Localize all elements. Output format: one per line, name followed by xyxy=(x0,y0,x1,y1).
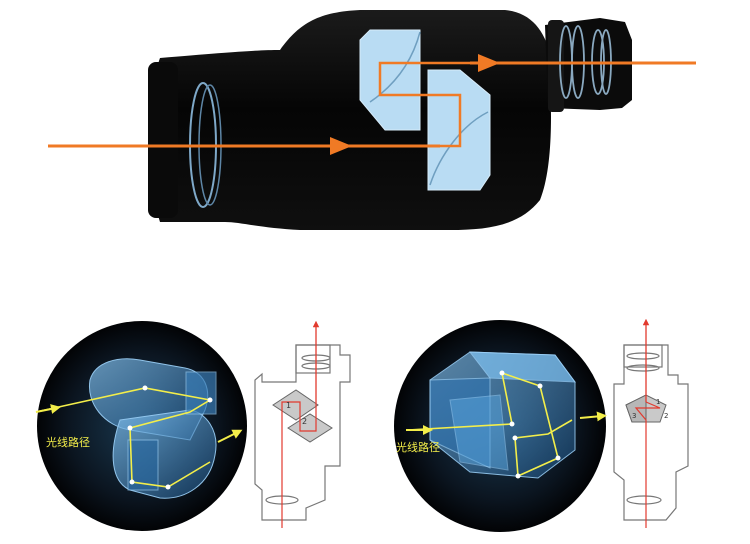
glass-prism-right xyxy=(429,351,577,479)
light-path-caption-right: 光线路径 xyxy=(396,440,440,454)
prism-upper-face xyxy=(369,31,421,103)
circle-ray-left xyxy=(35,387,213,488)
light-path-arrow-upper xyxy=(478,54,500,72)
light-path-caption-left: 光线路径 xyxy=(46,435,90,449)
schematic-prisms-left xyxy=(272,389,333,443)
schematic-right xyxy=(613,344,689,521)
prism-upper xyxy=(359,29,421,131)
schematic-housing-right xyxy=(613,344,689,521)
objective-rim xyxy=(148,62,178,218)
panel-left: 光线路径 1 2 xyxy=(35,320,351,531)
light-path-folded xyxy=(378,61,470,148)
circle-ray-out-right xyxy=(579,411,607,422)
schematic-ray-path-left xyxy=(281,401,317,528)
prism-label-3-right: 3 xyxy=(632,412,636,420)
circle-ray-in-left xyxy=(35,404,61,414)
prism-label-1-left: 1 xyxy=(286,401,291,410)
prism-label-2-right: 2 xyxy=(664,412,668,420)
light-path xyxy=(48,61,696,148)
reflection-points-left xyxy=(127,385,213,490)
prism-label-2-left: 2 xyxy=(302,417,307,426)
reflection-points-right xyxy=(499,370,561,479)
monocular-illustration xyxy=(48,10,696,230)
monocular-body xyxy=(151,10,551,230)
prism-lower-face xyxy=(429,111,489,186)
prism-label-1-right: 1 xyxy=(656,398,660,406)
glass-prism-left xyxy=(88,358,217,499)
circle-ray-out-left xyxy=(217,429,243,443)
light-path-arrow-lower xyxy=(330,137,352,155)
panel-right: 光线路径 1 2 3 xyxy=(394,318,689,532)
schematic-housing-left xyxy=(254,344,351,521)
schematic-ray-path-right xyxy=(634,401,661,528)
